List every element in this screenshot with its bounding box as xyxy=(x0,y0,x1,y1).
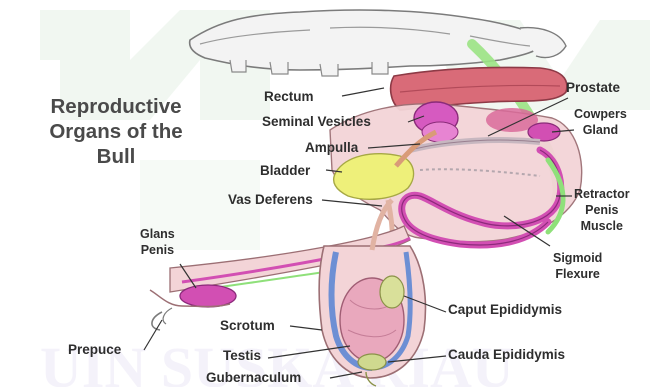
label-caput-epididymis: Caput Epididymis xyxy=(448,302,562,318)
label-cowpers-gland: Cowpers Gland xyxy=(574,106,627,138)
diagram-title: Reproductive Organs of the Bull xyxy=(0,94,232,169)
label-testis: Testis xyxy=(223,348,261,364)
label-ampulla: Ampulla xyxy=(305,140,358,156)
label-retractor-line1: Retractor xyxy=(574,186,630,202)
label-vas-deferens: Vas Deferens xyxy=(228,192,313,208)
title-line-1: Reproductive xyxy=(0,94,232,119)
label-scrotum: Scrotum xyxy=(220,318,275,334)
label-sigmoid-line2: Flexure xyxy=(553,266,602,282)
label-retractor-penis-muscle: Retractor Penis Muscle xyxy=(574,186,630,234)
title-line-3: Bull xyxy=(0,144,232,169)
label-retractor-line2: Penis xyxy=(574,202,630,218)
label-glans-penis: Glans Penis xyxy=(140,226,175,258)
caput-epididymis-shape xyxy=(380,276,404,308)
label-rectum: Rectum xyxy=(264,89,314,105)
cauda-epididymis-shape xyxy=(358,354,386,370)
label-cauda-epididymis: Cauda Epididymis xyxy=(448,347,565,363)
label-prostate: Prostate xyxy=(566,80,620,96)
label-cowpers-gland-line2: Gland xyxy=(574,122,627,138)
label-sigmoid-line1: Sigmoid xyxy=(553,250,602,266)
label-gubernaculum: Gubernaculum xyxy=(206,370,301,386)
title-line-2: Organs of the xyxy=(0,119,232,144)
label-cowpers-gland-line1: Cowpers xyxy=(574,106,627,122)
label-prepuce: Prepuce xyxy=(68,342,121,358)
label-glans-penis-line2: Penis xyxy=(140,242,175,258)
label-sigmoid-flexure: Sigmoid Flexure xyxy=(553,250,602,282)
label-seminal-vesicles: Seminal Vesicles xyxy=(262,114,371,130)
label-glans-penis-line1: Glans xyxy=(140,226,175,242)
label-retractor-line3: Muscle xyxy=(574,218,630,234)
label-bladder: Bladder xyxy=(260,163,310,179)
